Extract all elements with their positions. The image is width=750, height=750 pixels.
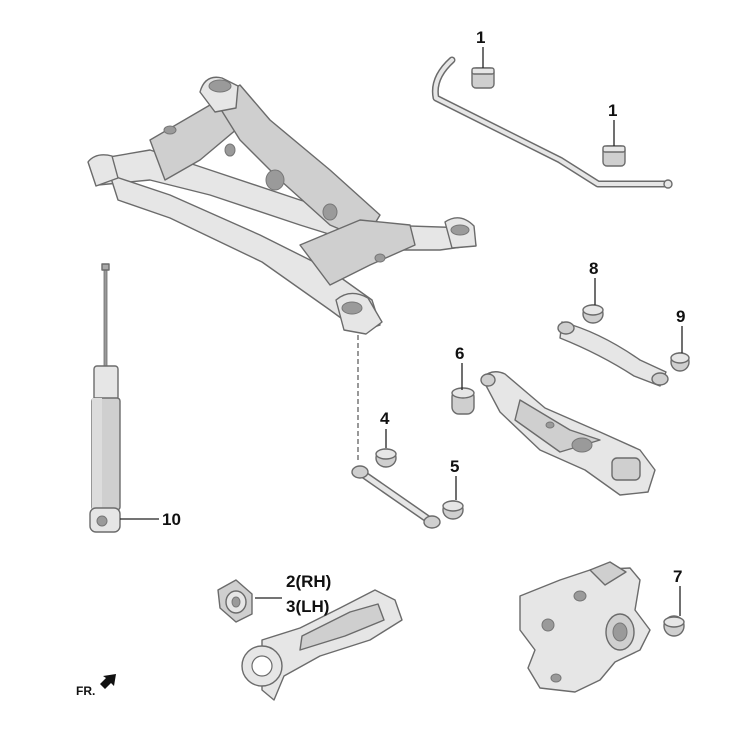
trailing-arm-bushing <box>217 579 253 623</box>
shock-absorber <box>89 263 121 533</box>
bushing-7 <box>663 615 685 637</box>
rear-crossmember <box>87 76 477 335</box>
callout-1-stabilizer-bushing: 1 <box>476 28 485 47</box>
bushing-8 <box>582 304 604 324</box>
callout-6: 6 <box>455 344 464 363</box>
knuckle <box>519 561 651 693</box>
lateral-link <box>351 465 441 529</box>
arrow-down-left-icon <box>100 674 116 689</box>
front-direction-label: FR. <box>76 684 95 698</box>
upper-arm <box>557 321 669 387</box>
callout-7: 7 <box>673 567 682 586</box>
callout-8: 8 <box>589 259 598 278</box>
bushing-6 <box>451 387 475 415</box>
callout-1-stabilizer-bushing-lower: 1 <box>608 101 617 120</box>
stabilizer-bushing-lower <box>602 145 626 167</box>
callout-4: 4 <box>380 409 390 428</box>
callout-9: 9 <box>676 307 685 326</box>
bushing-5 <box>442 500 464 520</box>
bushing-9 <box>670 352 690 372</box>
lower-arm <box>480 371 656 496</box>
callout-5: 5 <box>450 457 459 476</box>
callout-2-rh: 2(RH) <box>286 572 331 591</box>
callout-3-lh: 3(LH) <box>286 597 329 616</box>
trailing-arm <box>241 589 403 701</box>
stabilizer-bar <box>431 56 673 189</box>
bushing-4 <box>375 448 397 468</box>
callout-10: 10 <box>162 510 181 529</box>
stabilizer-bushing-upper <box>471 67 495 89</box>
